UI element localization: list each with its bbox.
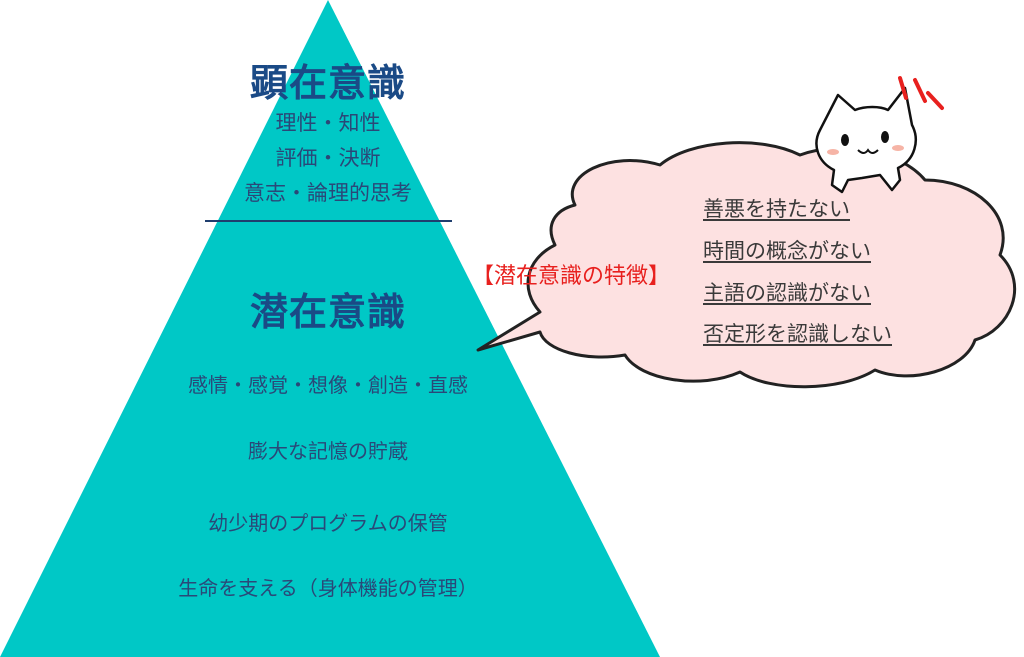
feature-item-1: 善悪を持たない <box>703 197 850 221</box>
subconscious-title: 潜在意識 <box>249 290 406 334</box>
pyramid-shape <box>0 0 660 657</box>
cat-icon <box>815 76 944 194</box>
subconscious-item-3: 幼少期のプログラムの保管 <box>208 511 448 535</box>
callout-heading: 【潜在意識の特徴】 <box>472 264 671 289</box>
feature-item-2: 時間の概念がない <box>703 239 871 263</box>
speech-bubble <box>476 141 1017 389</box>
conscious-line-2: 評価・決断 <box>275 146 381 170</box>
conscious-title: 顕在意識 <box>249 61 406 105</box>
conscious-line-1: 理性・知性 <box>275 111 381 135</box>
subconscious-item-1: 感情・感覚・想像・創造・直感 <box>188 373 468 397</box>
subconscious-item-2: 膨大な記憶の貯蔵 <box>248 439 408 463</box>
conscious-line-3: 意志・論理的思考 <box>244 181 412 205</box>
feature-item-3: 主語の認識がない <box>703 281 871 305</box>
subconscious-item-4: 生命を支える（身体機能の管理） <box>178 576 478 600</box>
feature-item-4: 否定形を認識しない <box>703 322 892 346</box>
